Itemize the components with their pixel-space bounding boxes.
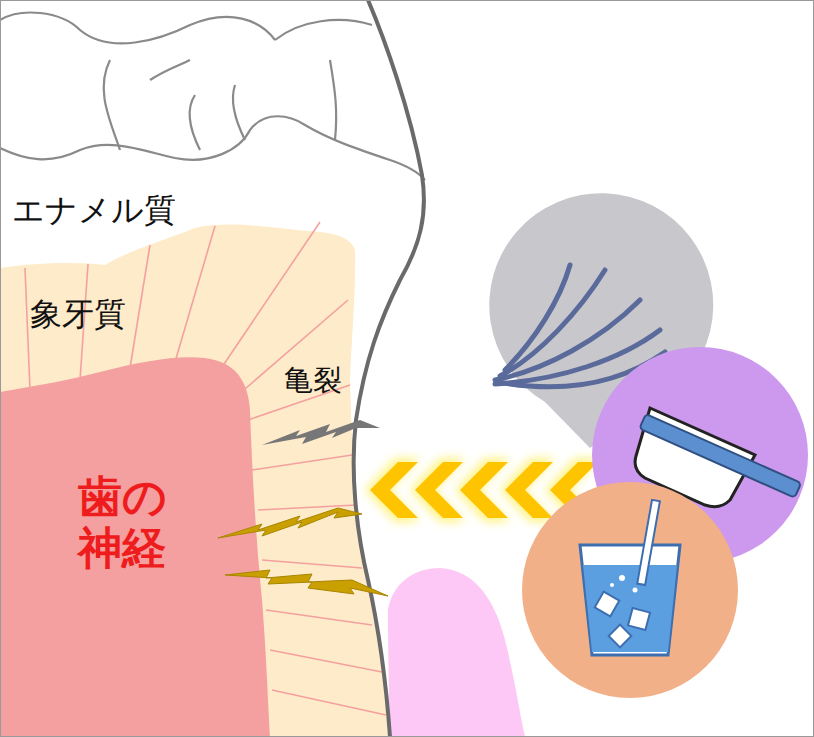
dentin [0, 225, 388, 737]
pain-bolts [218, 508, 388, 596]
part-label: 歯の 神経 [78, 472, 179, 573]
gingiva [388, 568, 525, 737]
part-label: 亀裂 [284, 364, 342, 397]
crack [262, 420, 380, 445]
tooth-outline [354, 0, 424, 737]
part-label: エナメル質 [12, 192, 176, 229]
crown-outline [0, 13, 425, 180]
pulp [0, 357, 270, 737]
cold-drink-icon [522, 482, 738, 698]
part-label: 象牙質 [30, 296, 126, 333]
